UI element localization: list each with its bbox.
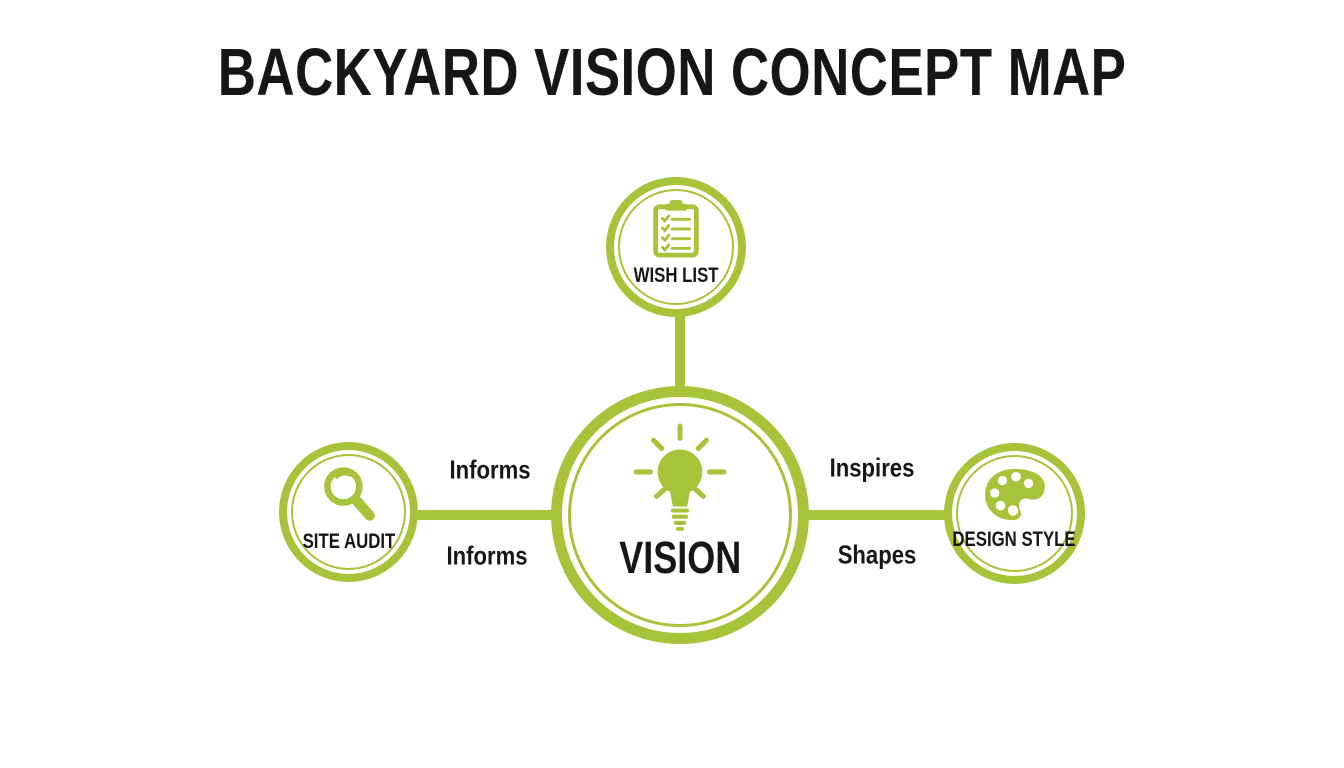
node-label-design-style: DESIGN STYLE xyxy=(952,528,1077,552)
node-vision-inner-ring xyxy=(568,403,792,627)
edge-label-informs-top: Informs xyxy=(449,454,531,485)
edge-label-informs-bottom: Informs xyxy=(446,540,528,571)
node-vision: VISION xyxy=(551,386,809,644)
connector-wishlist-vision xyxy=(675,310,685,392)
paint-palette-icon xyxy=(984,469,1045,521)
node-design-style: DESIGN STYLE xyxy=(944,443,1085,584)
node-site-audit-inner-ring xyxy=(291,454,406,570)
magnifying-glass-icon xyxy=(323,467,375,521)
node-design-style-inner-ring xyxy=(956,455,1073,572)
edge-label-shapes: Shapes xyxy=(837,539,917,570)
lightbulb-icon xyxy=(633,423,727,532)
node-label-wish-list: WISH LIST xyxy=(633,263,719,287)
node-wish-list: WISH LIST xyxy=(606,177,746,317)
clipboard-checklist-icon xyxy=(653,199,699,258)
page-title-text: BACKYARD VISION CONCEPT MAP xyxy=(217,35,1127,110)
node-label-site-audit: SITE AUDIT xyxy=(302,529,395,553)
page-title: BACKYARD VISION CONCEPT MAP xyxy=(0,34,1344,111)
node-wish-list-inner-ring xyxy=(618,189,734,305)
node-site-audit: SITE AUDIT xyxy=(279,442,418,582)
node-label-vision: VISION xyxy=(618,532,742,584)
connector-vision-designstyle xyxy=(804,510,950,520)
connector-siteaudit-vision xyxy=(410,510,557,520)
edge-label-inspires: Inspires xyxy=(829,452,915,483)
